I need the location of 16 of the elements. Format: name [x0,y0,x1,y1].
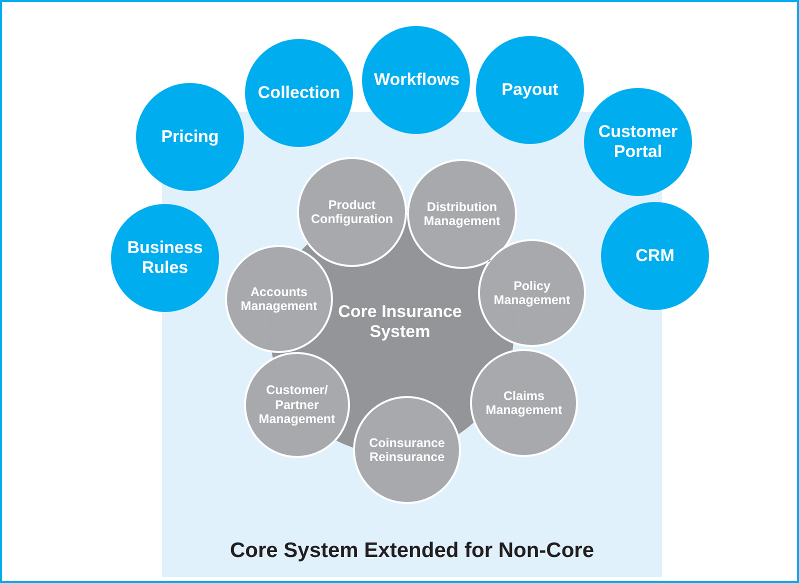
circle-label: Distribution Management [422,200,502,228]
circle-label: Coinsurance Reinsurance [368,436,446,464]
circle-label: CRM [636,246,674,266]
circle-label: Accounts Management [240,284,318,314]
circle-label: Collection [258,83,340,103]
circle-label: Payout [502,80,558,100]
circle-label: Customer Portal [597,122,679,162]
panel-title: Core System Extended for Non-Core [228,539,596,563]
circle-label: Pricing [161,127,219,147]
circle-label: Core Insurance System [337,302,463,342]
circle-label: Policy Management [492,278,572,308]
circle-label: Customer/ Partner Management [258,383,336,427]
circle-label: Product Configuration [310,198,394,226]
circle-label: Claims Management [484,388,564,418]
circle-label: Business Rules [126,238,204,278]
circle-label: Workflows [374,70,458,90]
